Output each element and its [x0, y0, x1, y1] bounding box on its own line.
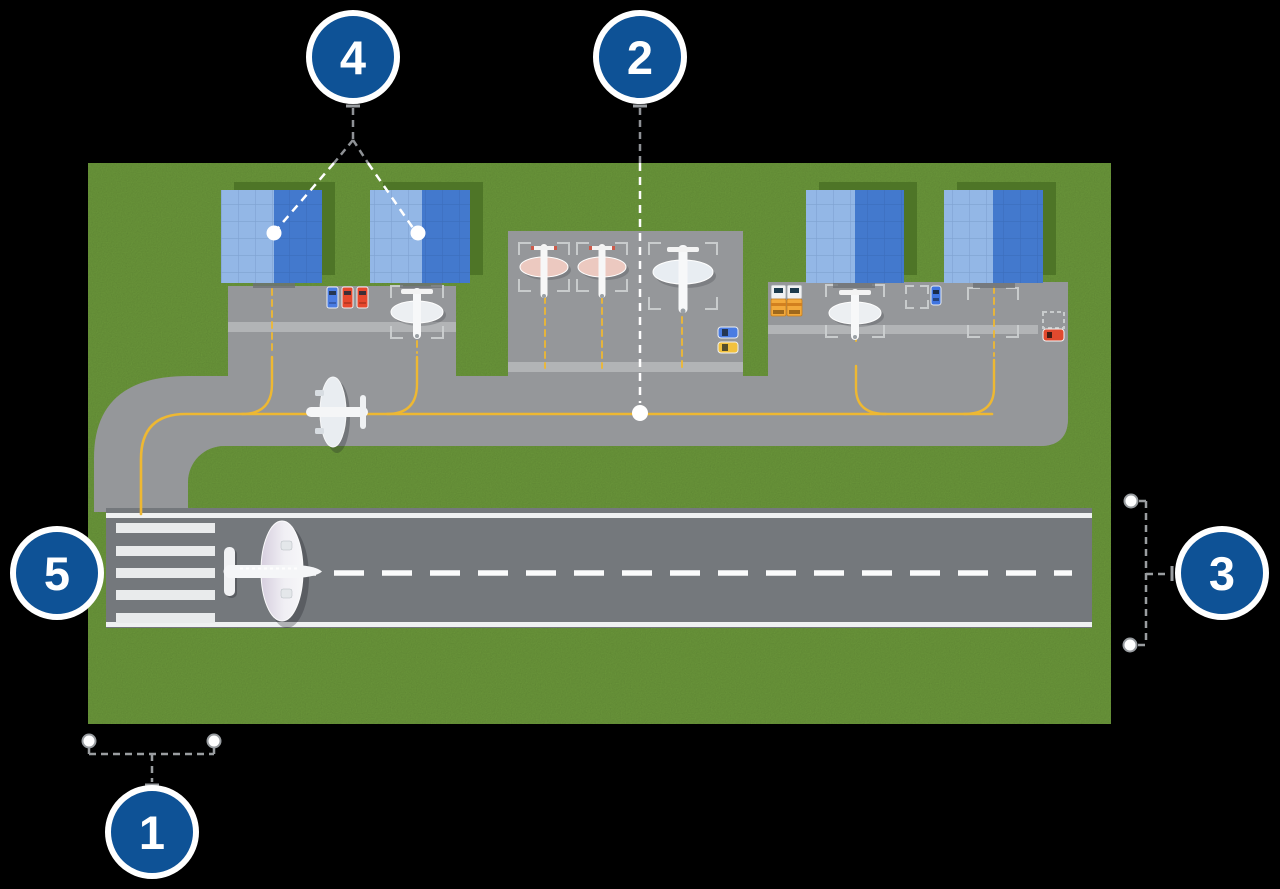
callout-1-label: 1 [138, 805, 166, 859]
apron-middle-edge-stripe [508, 362, 743, 372]
apron-east [768, 282, 1068, 446]
callout-4-label: 4 [339, 30, 367, 84]
runway-threshold-stripes [116, 523, 215, 623]
runway-airplane-icon [223, 520, 322, 628]
parked-airplane-icon [390, 288, 446, 339]
parking-stand-markings [390, 242, 1065, 339]
callout-2-label: 2 [626, 30, 654, 84]
runway-edge-line-top [106, 513, 1092, 518]
bracket-dot [81, 733, 97, 749]
taxiing-airplane-icon [306, 376, 368, 453]
runway-edge-line-bottom [106, 622, 1092, 627]
parked-airplane-icon [828, 289, 884, 340]
car-icon [717, 341, 739, 354]
fuel-truck-icon [770, 284, 787, 317]
taxiway-centerline [139, 412, 994, 516]
callout-2-marker[interactable]: 2 [593, 10, 687, 104]
apron-east-edge-stripe [768, 325, 1038, 334]
fuel-truck-icon [786, 284, 803, 317]
leader-dot [266, 225, 282, 241]
callout-1-marker[interactable]: 1 [105, 785, 199, 879]
hangar-2-icon [370, 182, 483, 288]
callout-3-bracket [1122, 493, 1174, 653]
car-icon [717, 326, 739, 339]
bracket-dot [1122, 637, 1138, 653]
callout-5-label: 5 [43, 546, 71, 600]
leader-dot [410, 225, 426, 241]
taxi-guidelines [139, 286, 996, 516]
car-icon [1042, 328, 1065, 342]
parked-airplane-icon [652, 245, 716, 314]
parked-airplane-icon [519, 244, 571, 298]
callout-4-leader [266, 104, 426, 241]
truck-icon [356, 286, 369, 309]
callout-3-marker[interactable]: 3 [1175, 526, 1269, 620]
apron-middle [508, 231, 743, 378]
callout-3-label: 3 [1208, 546, 1236, 600]
truck-icon [341, 286, 354, 309]
truck-icon [326, 286, 339, 309]
callout-4-marker[interactable]: 4 [306, 10, 400, 104]
callout-2-leader [632, 104, 648, 421]
parked-airplane-icon [577, 244, 629, 298]
bracket-dot [1123, 493, 1139, 509]
callout-1-bracket [81, 733, 222, 787]
hangar-3-icon [806, 182, 917, 288]
car-icon [930, 285, 942, 306]
bracket-dot [206, 733, 222, 749]
callout-5-marker[interactable]: 5 [10, 526, 104, 620]
leader-dot [632, 405, 648, 421]
hangar-4-icon [944, 182, 1056, 288]
apron-west-edge-stripe [228, 322, 456, 332]
